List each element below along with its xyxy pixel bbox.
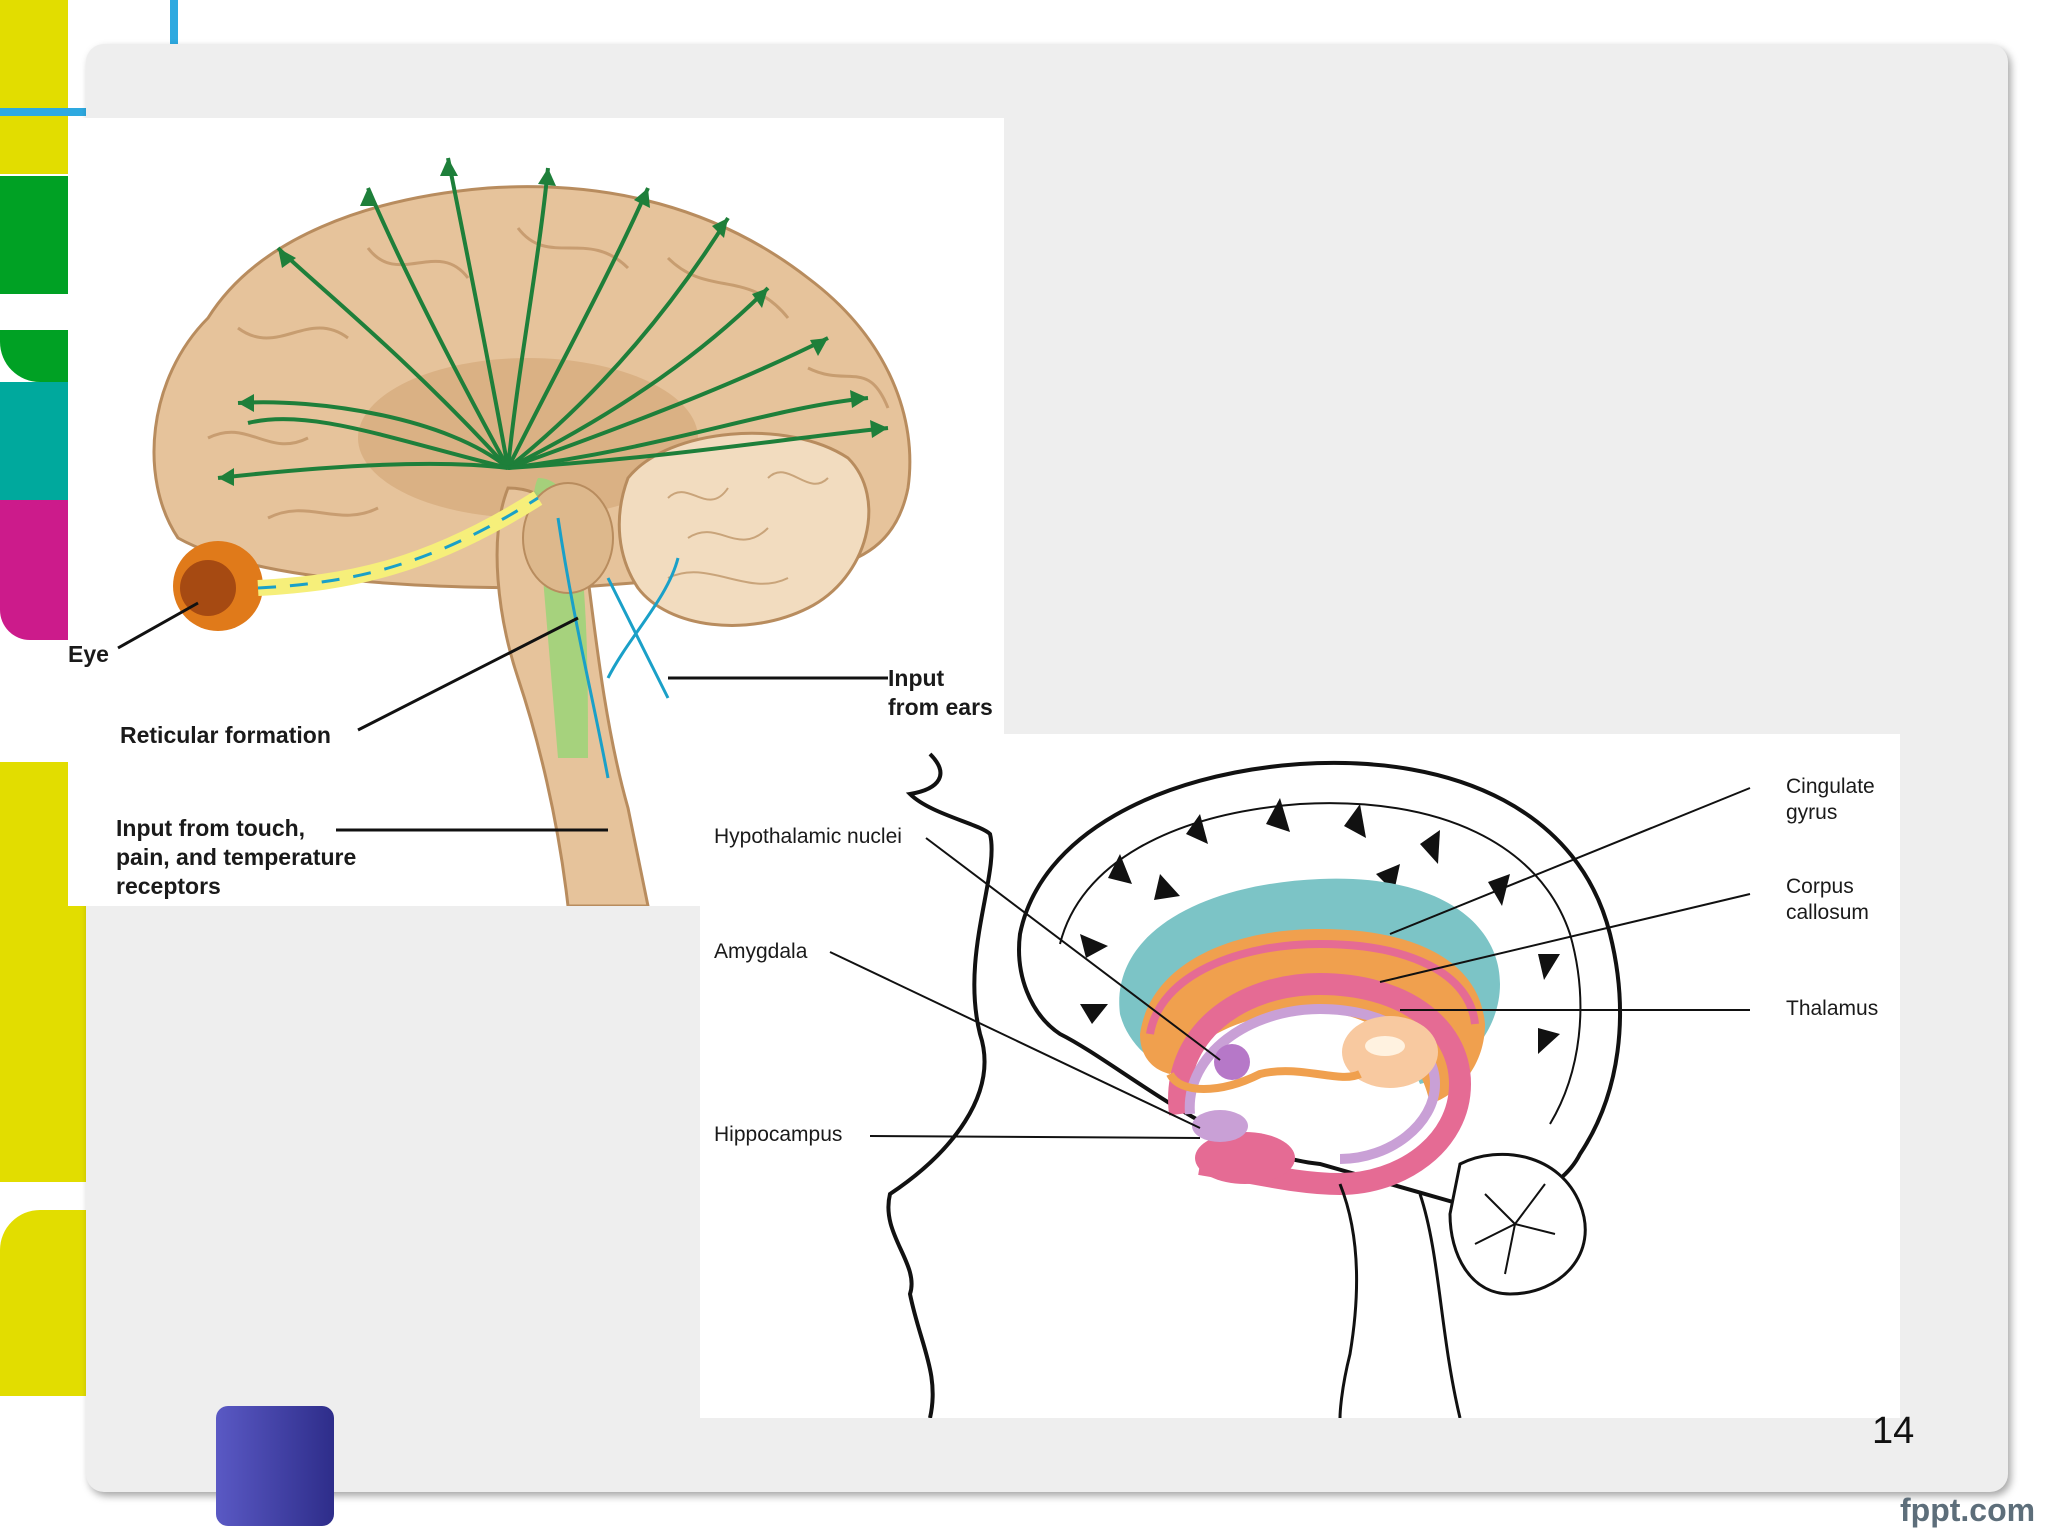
deco-teal: [0, 382, 68, 500]
deco-green: [0, 176, 68, 294]
reticular-formation-label: Reticular formation: [120, 722, 331, 748]
sensory-input-arrows: [556, 517, 680, 779]
touch-input-line-3: receptors: [116, 872, 221, 899]
brainstem-outline: [1338, 1183, 1462, 1418]
cingulate-line-2: gyrus: [1786, 801, 1838, 825]
cerebellum-folia: [667, 471, 829, 585]
thalamus-label: Thalamus: [1786, 997, 1879, 1020]
cerebellum-branches: [1474, 1183, 1556, 1275]
hippocampus-fornix: [1168, 972, 1472, 1196]
eye-label: Eye: [68, 641, 109, 667]
touch-input-line-1: Input from touch,: [116, 815, 306, 841]
hypothalamic-nuclei: [1214, 1044, 1250, 1080]
hypothalamic-nuclei-label: Hypothalamic nuclei: [714, 825, 902, 848]
deco-navy-square: [216, 1406, 334, 1526]
limbic-system-figure: Hypothalamic nuclei Amygdala Hippocampus…: [700, 734, 1900, 1418]
corpus-callosum: [1140, 929, 1485, 1104]
arousal-pathway-figure: Eye Reticular formation Input from ears …: [68, 118, 1004, 906]
ears-input-line-2: from ears: [888, 693, 993, 720]
brain-sagittal-illustration: [829, 752, 1751, 1418]
ears-input-label: Input from ears: [888, 664, 993, 722]
leader-lines-limbic: [829, 787, 1751, 1139]
deco-magenta: [0, 500, 68, 640]
leader-lines: [117, 601, 888, 832]
arousal-arrows: [217, 157, 889, 480]
arrow-heads: [218, 158, 888, 486]
page-number: 14: [1872, 1410, 1915, 1452]
corpus-line-1: Corpus: [1786, 875, 1854, 898]
brand-watermark: fppt.com: [1900, 1492, 2036, 1528]
cingulate-line-1: Cingulate: [1786, 775, 1875, 798]
hippocampus: [1195, 1132, 1295, 1184]
deco-yellow-cap: [0, 0, 68, 40]
deco-green-tab: [0, 330, 68, 382]
brain-lateral-illustration: [117, 157, 912, 906]
ears-input-line-1: Input: [888, 665, 945, 691]
corpus-callosum-label: Corpus callosum: [1786, 874, 1869, 927]
touch-input-label: Input from touch, pain, and temperature …: [116, 814, 356, 900]
cerebellum-shape: [617, 431, 871, 627]
pons-shape: [522, 482, 614, 594]
amygdala-label: Amygdala: [714, 940, 808, 963]
hippocampus-label: Hippocampus: [714, 1123, 843, 1146]
corpus-line-2: callosum: [1786, 901, 1869, 925]
touch-input-line-2: pain, and temperature: [116, 843, 357, 870]
amygdala: [1192, 1110, 1248, 1142]
cingulate-gyrus-label: Cingulate gyrus: [1786, 774, 1875, 827]
face-profile: [886, 752, 994, 1418]
